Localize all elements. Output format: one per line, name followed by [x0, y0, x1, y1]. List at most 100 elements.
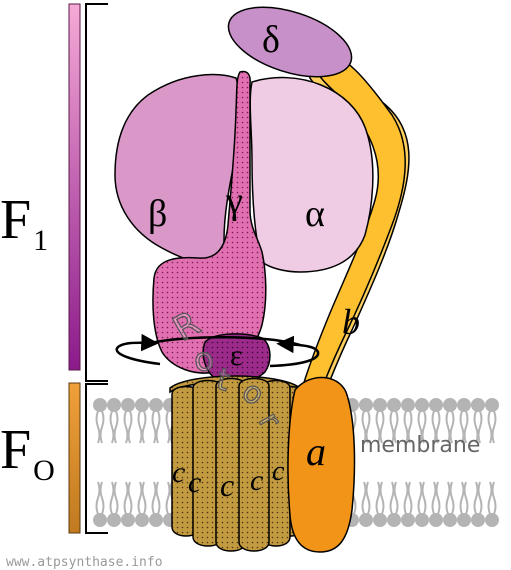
a-label: a: [306, 429, 326, 474]
lipid-tail: [113, 481, 119, 515]
lipid-head: [457, 398, 471, 412]
lipid-tail: [407, 481, 413, 515]
lipid-tail: [365, 481, 371, 515]
lipid-tail: [137, 410, 143, 444]
lipid-head: [373, 513, 387, 527]
lipid-tail: [435, 410, 441, 444]
lipid-head: [93, 398, 107, 412]
lipid-head: [401, 398, 415, 412]
lipid-tail: [165, 410, 171, 444]
fo-bracket: [85, 383, 108, 534]
lipid-head: [107, 398, 121, 412]
lipid-tail: [449, 481, 455, 515]
lipid-tail: [361, 481, 367, 515]
lipid-tail: [375, 410, 381, 444]
a-subunit: [287, 376, 356, 553]
lipid-tail: [473, 410, 479, 444]
lipid-head: [429, 513, 443, 527]
lipid-tail: [403, 481, 409, 515]
c-label: c: [188, 466, 201, 499]
lipid-head: [359, 513, 373, 527]
c-label: c: [172, 456, 185, 489]
lipid-tail: [393, 481, 399, 515]
lipid-tail: [417, 481, 423, 515]
rotation-arrow-right: [269, 335, 320, 368]
lipid-tail: [491, 481, 497, 515]
f1-color-bar: [68, 3, 81, 371]
lipid-head: [471, 398, 485, 412]
lipid-tail: [127, 481, 133, 515]
lipid-head: [149, 398, 163, 412]
lipid-head: [373, 398, 387, 412]
lipid-head: [121, 513, 135, 527]
lipid-tail: [417, 410, 423, 444]
lipid-tail: [393, 410, 399, 444]
lipid-tail: [141, 481, 147, 515]
delta-label: δ: [262, 19, 280, 61]
lipid-tail: [445, 410, 451, 444]
lipid-head: [457, 513, 471, 527]
lipid-tail: [473, 481, 479, 515]
watermark: www.atpsynthase.info: [6, 555, 163, 570]
c-subunit-helix: [238, 377, 270, 552]
lipid-tail: [99, 410, 105, 444]
lipid-tail: [361, 410, 367, 444]
lipid-tail: [431, 410, 437, 444]
lipid-tail: [109, 410, 115, 444]
alpha-subunit: [249, 76, 374, 273]
lipid-tail: [463, 410, 469, 444]
lipid-head: [443, 398, 457, 412]
lipid-tail: [389, 481, 395, 515]
rotation-arrow-left: [115, 333, 161, 366]
f1-bracket: [85, 3, 108, 382]
lipid-tail: [491, 410, 497, 444]
lipid-head: [135, 398, 149, 412]
beta-label: β: [148, 193, 167, 235]
lipid-head: [443, 513, 457, 527]
fo-label: FO: [0, 419, 55, 487]
lipid-head: [485, 398, 499, 412]
c-label: c: [220, 467, 234, 503]
lipid-head: [401, 513, 415, 527]
lipid-tail: [477, 410, 483, 444]
lipid-tail: [487, 481, 493, 515]
lipid-tail: [463, 481, 469, 515]
lipid-tail: [421, 481, 427, 515]
lipid-tail: [365, 410, 371, 444]
lipid-tail: [407, 410, 413, 444]
delta-subunit: [227, 6, 353, 78]
lipid-tail: [151, 481, 157, 515]
lipid-head: [135, 513, 149, 527]
lipid-tail: [403, 410, 409, 444]
lipid-tail: [123, 410, 129, 444]
lipid-head: [387, 398, 401, 412]
lipid-tail: [141, 410, 147, 444]
epsilon-subunit: [202, 333, 271, 383]
lipid-head: [429, 398, 443, 412]
lipid-head: [485, 513, 499, 527]
fo-color-bar: [68, 382, 81, 534]
lipid-tail: [487, 410, 493, 444]
lipid-head: [149, 513, 163, 527]
alpha-label: α: [305, 193, 325, 235]
lipid-head: [107, 513, 121, 527]
c-label: c: [272, 456, 285, 487]
lipid-tail: [99, 481, 105, 515]
lipid-tail: [95, 481, 101, 515]
lipid-tail: [477, 481, 483, 515]
lipid-tail: [379, 481, 385, 515]
lipid-tail: [155, 481, 161, 515]
lipid-tail: [127, 410, 133, 444]
lipid-tail: [379, 410, 385, 444]
lipid-tail: [155, 410, 161, 444]
lipid-tail: [431, 481, 437, 515]
lipid-head: [415, 513, 429, 527]
lipid-tail: [113, 410, 119, 444]
membrane-label: membrane: [360, 433, 480, 458]
lipid-head: [415, 398, 429, 412]
gamma-subunit: [152, 70, 267, 374]
f1-subscript: 1: [33, 224, 48, 257]
lipid-tail: [109, 481, 115, 515]
